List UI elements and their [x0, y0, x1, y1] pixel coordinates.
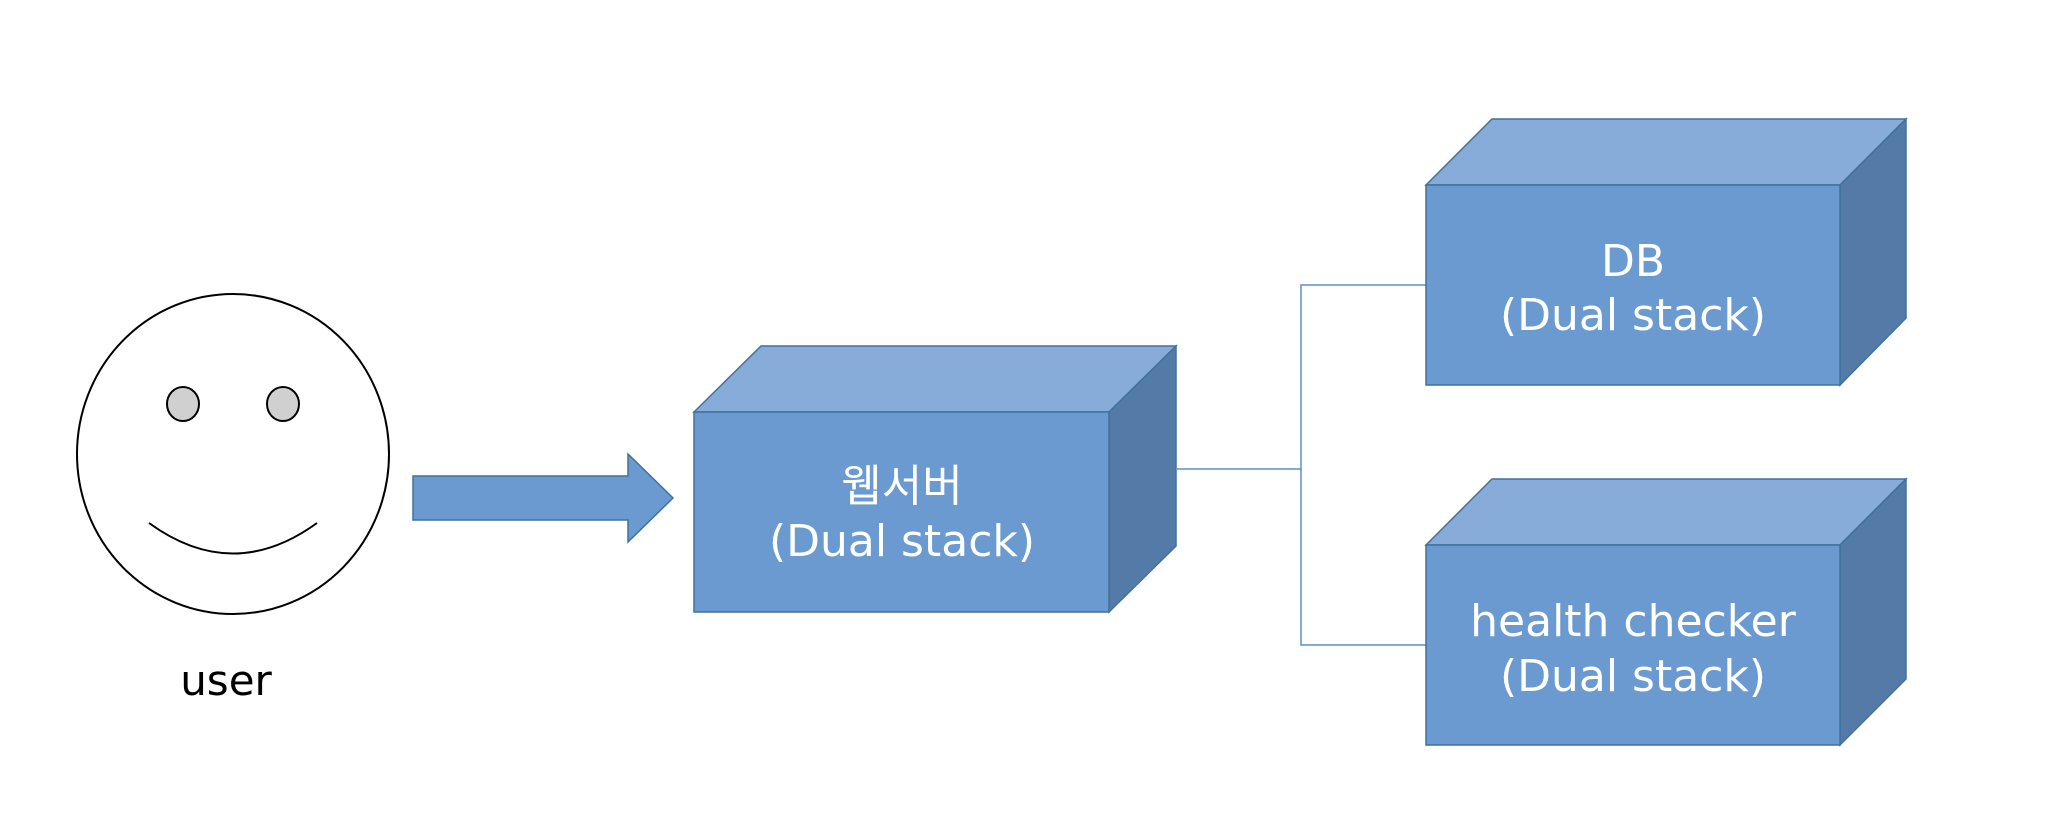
- health-checker-title: health checker: [1470, 596, 1797, 647]
- right-block-arrow-icon: [412, 452, 675, 544]
- health-checker-box: health checker (Dual stack): [1424, 477, 1908, 747]
- db-box: DB (Dual stack): [1424, 117, 1908, 387]
- webserver-box-top: [692, 345, 1178, 413]
- db-title: DB: [1601, 236, 1665, 287]
- smiley-face-icon: [76, 293, 390, 615]
- health-checker-subtitle: (Dual stack): [1500, 651, 1766, 702]
- webserver-title: 웹서버: [841, 461, 962, 512]
- right-eye: [266, 386, 300, 422]
- webserver-box-front: [693, 411, 1110, 613]
- left-eye: [166, 386, 200, 422]
- smile-mouth: [148, 522, 318, 555]
- user-label: user: [180, 656, 272, 705]
- face-outline: [76, 293, 390, 615]
- connector-webserver-to-db: [1177, 284, 1426, 470]
- health-checker-box-front: [1425, 544, 1841, 746]
- db-box-top: [1424, 118, 1908, 186]
- connector-lines: [1177, 284, 1426, 646]
- user-node: user: [76, 293, 390, 705]
- webserver-subtitle: (Dual stack): [769, 516, 1035, 567]
- db-subtitle: (Dual stack): [1500, 290, 1766, 341]
- db-box-front: [1425, 184, 1841, 386]
- health-checker-box-top: [1424, 478, 1908, 546]
- connector-webserver-to-health-checker: [1300, 469, 1426, 646]
- webserver-box: 웹서버 (Dual stack): [692, 344, 1178, 614]
